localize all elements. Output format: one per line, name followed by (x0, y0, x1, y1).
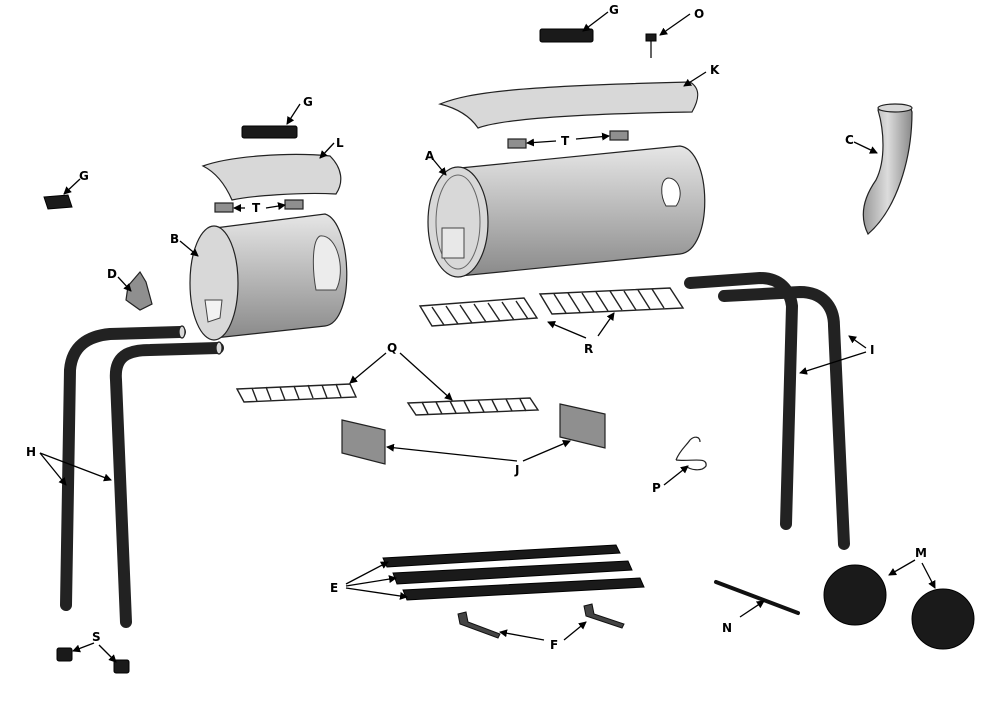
label-h: H (26, 445, 36, 459)
bracket-part-f-2 (583, 603, 625, 629)
wheel-part-m-2 (911, 588, 975, 650)
label-g-firebox: G (303, 95, 313, 109)
hinge-part-t-2 (284, 199, 304, 210)
label-q: Q (387, 341, 397, 355)
label-g-side: G (79, 169, 89, 183)
hinge-part-t-3 (507, 138, 527, 149)
label-o: O (694, 7, 704, 21)
label-t-firebox: T (252, 201, 261, 215)
hinge-part-t-1 (214, 202, 234, 213)
handle-part-g-firebox (241, 125, 298, 139)
damper-part-d (125, 270, 153, 311)
label-f: F (550, 638, 558, 652)
foot-cap-part-s-1 (56, 647, 73, 662)
thermometer-part-o (645, 33, 657, 58)
bracket-part-f-1 (457, 611, 501, 639)
label-l: L (336, 136, 344, 150)
label-d: D (107, 267, 117, 281)
firebox-grate-part-q-2 (406, 397, 540, 416)
main-chamber-part-a (427, 145, 706, 278)
axle-part-n (714, 580, 800, 615)
smokestack-part-c (862, 103, 913, 235)
hinge-part-t-4 (609, 130, 629, 141)
foot-cap-part-s-2 (113, 659, 130, 674)
label-j: J (514, 463, 519, 477)
label-i: I (870, 343, 874, 357)
leg-part-i-front (684, 272, 798, 530)
wheel-part-m-1 (823, 564, 887, 626)
label-s: S (92, 630, 101, 644)
label-b: B (170, 232, 179, 246)
handle-part-g-side (43, 194, 73, 210)
label-n: N (722, 621, 732, 635)
leader-lines (39, 11, 936, 663)
label-a: A (425, 149, 435, 163)
leg-part-h-front (60, 325, 186, 611)
main-lid-part-k (438, 81, 699, 129)
panel-part-j-1 (341, 419, 386, 465)
panel-part-j-2 (559, 403, 606, 449)
label-t-main: T (561, 134, 570, 148)
cooking-grate-part-r-1 (418, 297, 539, 327)
label-p: P (652, 481, 661, 495)
label-r: R (584, 342, 593, 356)
cooking-grate-part-r-2 (538, 287, 685, 315)
firebox-grate-part-q-1 (235, 383, 358, 403)
label-k: K (710, 63, 720, 77)
label-c: C (845, 133, 854, 147)
leg-part-h-rear (109, 341, 224, 628)
firebox-part-b (189, 213, 348, 341)
clip-part-p (675, 436, 707, 471)
label-g-top: G (609, 3, 619, 17)
label-m: M (915, 546, 927, 560)
leg-part-i-rear (718, 286, 850, 550)
firebox-lid-part-l (201, 153, 342, 201)
label-e: E (330, 581, 338, 595)
handle-part-g-top (539, 28, 594, 43)
